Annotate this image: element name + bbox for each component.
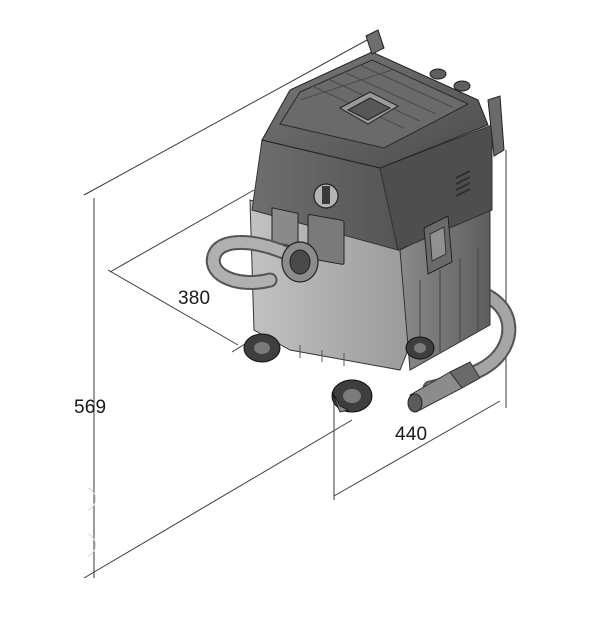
height-extension-top <box>83 33 379 196</box>
wheel-front-right <box>331 379 373 413</box>
height-extension-bottom <box>83 419 353 579</box>
suction-hose-rear <box>407 282 517 413</box>
height-dimension-label: 569 <box>74 397 107 418</box>
power-switch-panel <box>271 207 345 265</box>
suction-hose-front <box>205 235 319 290</box>
castor-wheels <box>243 333 435 413</box>
scan-artifacts <box>87 487 96 557</box>
lid <box>261 29 505 169</box>
width-dimension-line <box>333 400 501 497</box>
hose-hook <box>365 29 385 55</box>
motor-head <box>251 124 493 265</box>
hose-nozzle <box>407 361 481 413</box>
suction-dial <box>313 183 339 209</box>
wheel-rear-right <box>405 336 435 360</box>
depth-extension-front <box>109 189 255 273</box>
accessory-holders <box>429 68 505 157</box>
depth-dimension-label: 380 <box>178 288 211 309</box>
depth-dimension-line <box>107 269 239 346</box>
lid-latch <box>423 215 453 275</box>
carry-handle <box>338 91 400 125</box>
hose-inlet <box>281 241 319 283</box>
width-dimension-label: 440 <box>395 424 428 445</box>
wheel-front-left <box>243 333 281 363</box>
